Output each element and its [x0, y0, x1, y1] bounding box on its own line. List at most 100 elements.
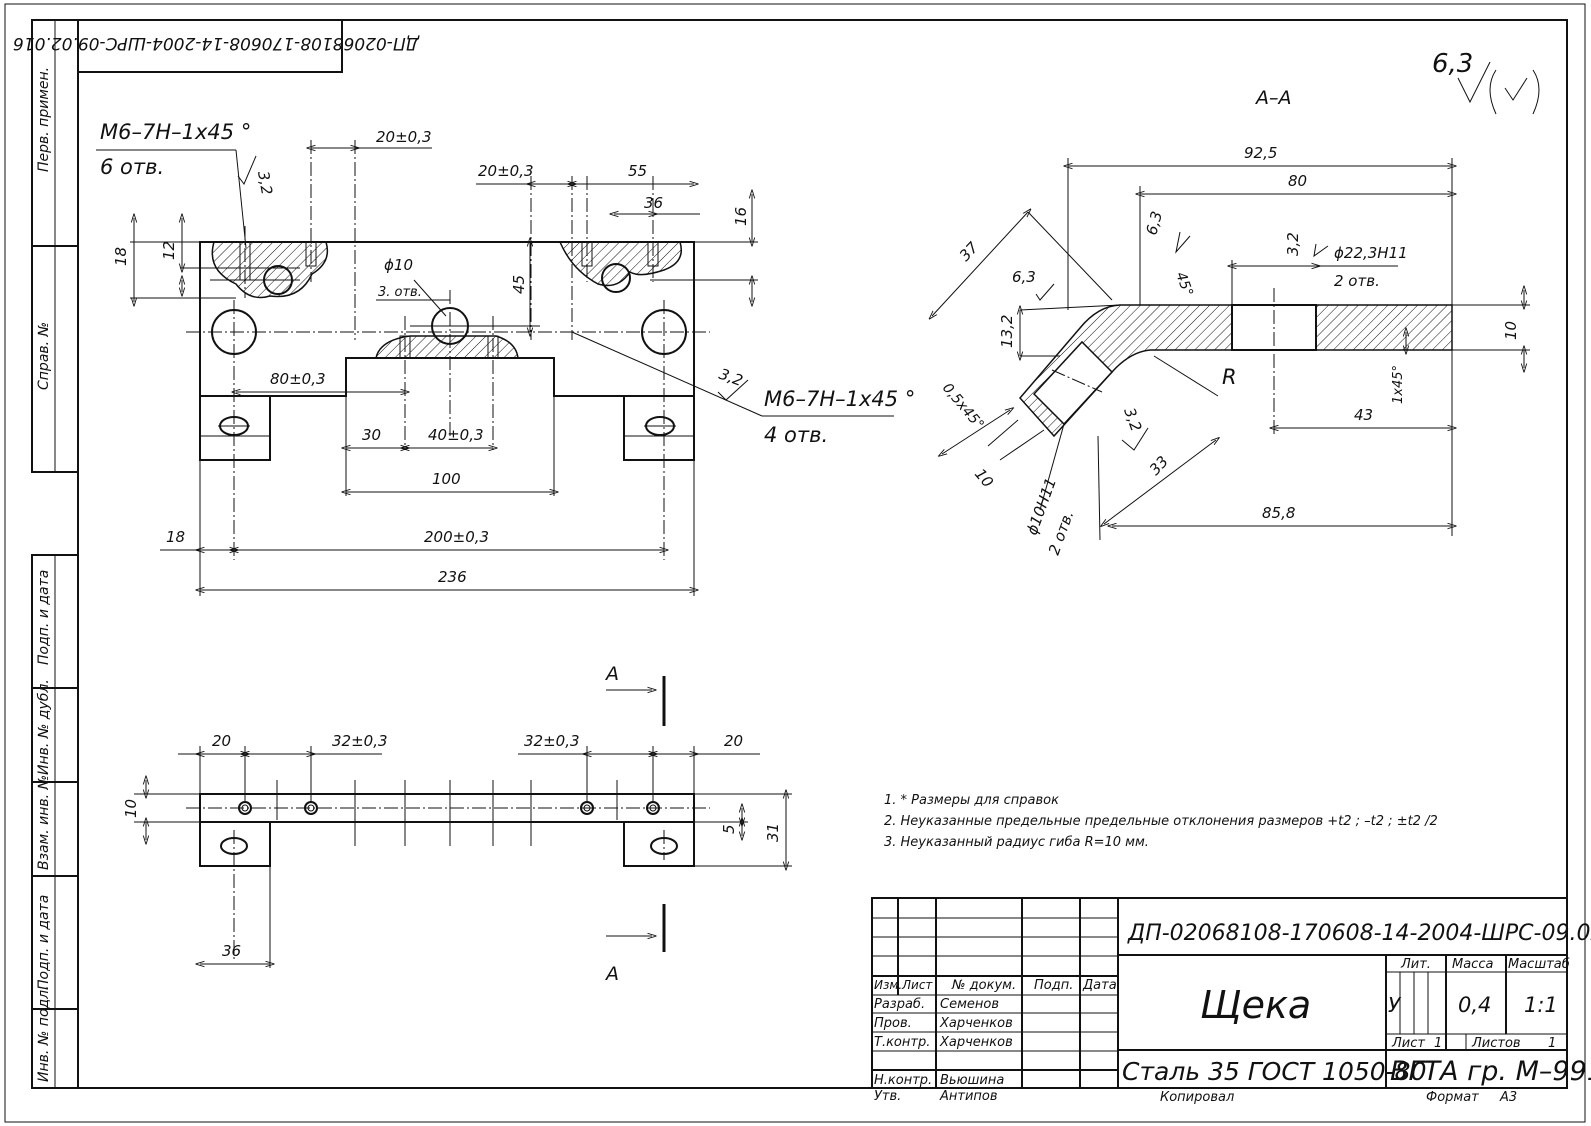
roughness-bracket-icon [1489, 69, 1540, 115]
side-label-podp-2: Подп. и дата [36, 895, 52, 990]
sheets-value: 1 [1548, 1036, 1556, 1051]
nkontr-name: Вьюшина [940, 1073, 1004, 1088]
dim-16: 16 [732, 207, 750, 226]
top-stamp: ДП-02068108-170608-14-2004-ШРС-09.02.016 [13, 19, 420, 73]
material: Сталь 35 ГОСТ 1050-80 [1122, 1057, 1427, 1086]
dim-30: 30 [362, 426, 381, 444]
note-1: 1. * Размеры для справок [884, 793, 1059, 808]
format-value: А3 [1499, 1090, 1517, 1105]
dim-200: 200±0,3 [424, 528, 489, 546]
lit-label: Лит. [1400, 957, 1431, 972]
sheet-label: Лист [1391, 1036, 1425, 1051]
bottom-dim-10: 10 [122, 799, 140, 818]
razrab-label: Разраб. [874, 997, 925, 1012]
dim-236: 236 [438, 568, 467, 586]
razrab-name: Семенов [940, 997, 999, 1012]
hdr-doc: № докум. [951, 978, 1016, 993]
top-stamp-text: ДП-02068108-170608-14-2004-ШРС-09.02.016 [13, 33, 420, 53]
section-dim-phi22: ϕ22,3Н11 [1334, 244, 1408, 262]
part-name: Щека [1200, 983, 1311, 1027]
dim-100: 100 [432, 470, 461, 488]
section-markers: А А [604, 663, 666, 985]
bottom-dim-31: 31 [764, 823, 782, 842]
copied-label: Копировал [1160, 1090, 1234, 1105]
sheets-label: Листов [1471, 1036, 1521, 1051]
section-dim-10-left: 10 [971, 465, 997, 491]
side-label-inv-dubl: Инв. № дубл. [36, 679, 52, 775]
roughness-check-icon [1457, 61, 1491, 104]
hdr-sign: Подп. [1034, 978, 1073, 993]
dim-12: 12 [160, 241, 178, 260]
dim-80-front: 80±0,3 [270, 370, 326, 388]
section-dim-45-deg: 45° [1172, 270, 1196, 299]
section-dim-phi10-count: 2 отв. [1045, 508, 1078, 557]
hdr-date: Дата [1082, 978, 1117, 993]
scale-value: 1:1 [1524, 993, 1558, 1017]
thread-right-count: 4 отв. [764, 423, 828, 447]
section-radius-label: R [1222, 365, 1237, 389]
bottom-dim-36: 36 [222, 942, 241, 960]
dim-20-a: 20±0,3 [376, 128, 432, 146]
section-marker-bottom: А [604, 963, 619, 985]
section-marker-top: А [604, 663, 619, 685]
bottom-dim-20-right: 20 [724, 732, 743, 750]
format-label: Формат [1426, 1090, 1479, 1105]
dim-55: 55 [628, 162, 647, 180]
hole-diameter-label: ϕ10 [384, 256, 413, 274]
section-dim-13-2: 13,2 [998, 315, 1016, 348]
side-label-podp-1: Подп. и дата [36, 570, 52, 665]
side-label-perv: Перв. примен. [36, 67, 52, 172]
section-roughness-6-3-b: 6,3 [1142, 209, 1166, 237]
roughness-top-label: 3,2 [254, 170, 276, 197]
sheet-frame [4, 3, 1586, 1123]
side-labels: Перв. примен. Справ. № Подп. и дата Инв.… [36, 67, 52, 1082]
nkontr-label: Н.контр. [874, 1073, 932, 1088]
prov-name: Харченков [939, 1016, 1013, 1031]
mass-label: Масса [1452, 957, 1493, 972]
prov-label: Пров. [874, 1016, 912, 1031]
mass-value: 0,4 [1458, 993, 1491, 1017]
side-label-inv-podl: Инв. № подл. [36, 985, 52, 1082]
section-dim-37: 37 [956, 238, 982, 265]
general-roughness: 6,3 [1432, 49, 1540, 115]
thread-right-label: М6–7Н–1х45 ° [764, 387, 915, 411]
utv-name: Антипов [939, 1089, 998, 1104]
sheet-value: 1 [1434, 1036, 1442, 1051]
section-roughness-6-3-a: 6,3 [1012, 268, 1036, 286]
section-dim-chamfer-0-5: 0,5х45° [939, 380, 987, 433]
scale-label: Масштаб [1508, 957, 1570, 972]
tkontr-name: Харченков [939, 1035, 1013, 1050]
section-title: А–А [1254, 87, 1292, 109]
thread-top-count: 6 отв. [100, 155, 164, 179]
hole-count-label: 3. отв. [378, 285, 422, 300]
section-dim-33: 33 [1146, 452, 1172, 478]
dim-20-b: 20±0,3 [478, 162, 534, 180]
dim-18-horizontal: 18 [166, 528, 185, 546]
section-dim-chamfer-1: 1х45° [1391, 365, 1406, 404]
side-label-sprav: Справ. № [36, 322, 52, 390]
bottom-dim-32-left: 32±0,3 [332, 732, 388, 750]
section-dim-85-8: 85,8 [1262, 504, 1295, 522]
utv-label: Утв. [874, 1089, 901, 1104]
lit-value: У [1388, 993, 1402, 1017]
note-3: 3. Неуказанный радиус гиба R=10 мм. [884, 835, 1149, 850]
roughness-general-value: 6,3 [1432, 49, 1473, 79]
dim-45-front: 45 [510, 275, 528, 294]
section-dim-80: 80 [1288, 172, 1307, 190]
title-block: ДП-02068108-170608-14-2004-ШРС-09.02.016… [871, 897, 1591, 1105]
hdr-izm: Изм. [874, 978, 902, 992]
section-roughness-3-2-a: 3,2 [1284, 232, 1302, 256]
organization: ВГТА гр. М–991 [1390, 1056, 1591, 1087]
section-view: А–А [932, 87, 1530, 557]
dim-40: 40±0,3 [428, 426, 484, 444]
thread-top-label: М6–7Н–1х45 ° [100, 120, 251, 144]
dim-36-front: 36 [644, 194, 663, 212]
bottom-dim-32-right: 32±0,3 [524, 732, 580, 750]
note-2: 2. Неуказанные предельные предельные отк… [884, 814, 1438, 829]
section-dim-43: 43 [1354, 406, 1373, 424]
section-dim-phi22-count: 2 отв. [1334, 272, 1380, 290]
bottom-dim-5: 5 [720, 824, 738, 834]
hdr-list: Лист [901, 978, 933, 992]
notes: 1. * Размеры для справок 2. Неуказанные … [884, 793, 1438, 850]
